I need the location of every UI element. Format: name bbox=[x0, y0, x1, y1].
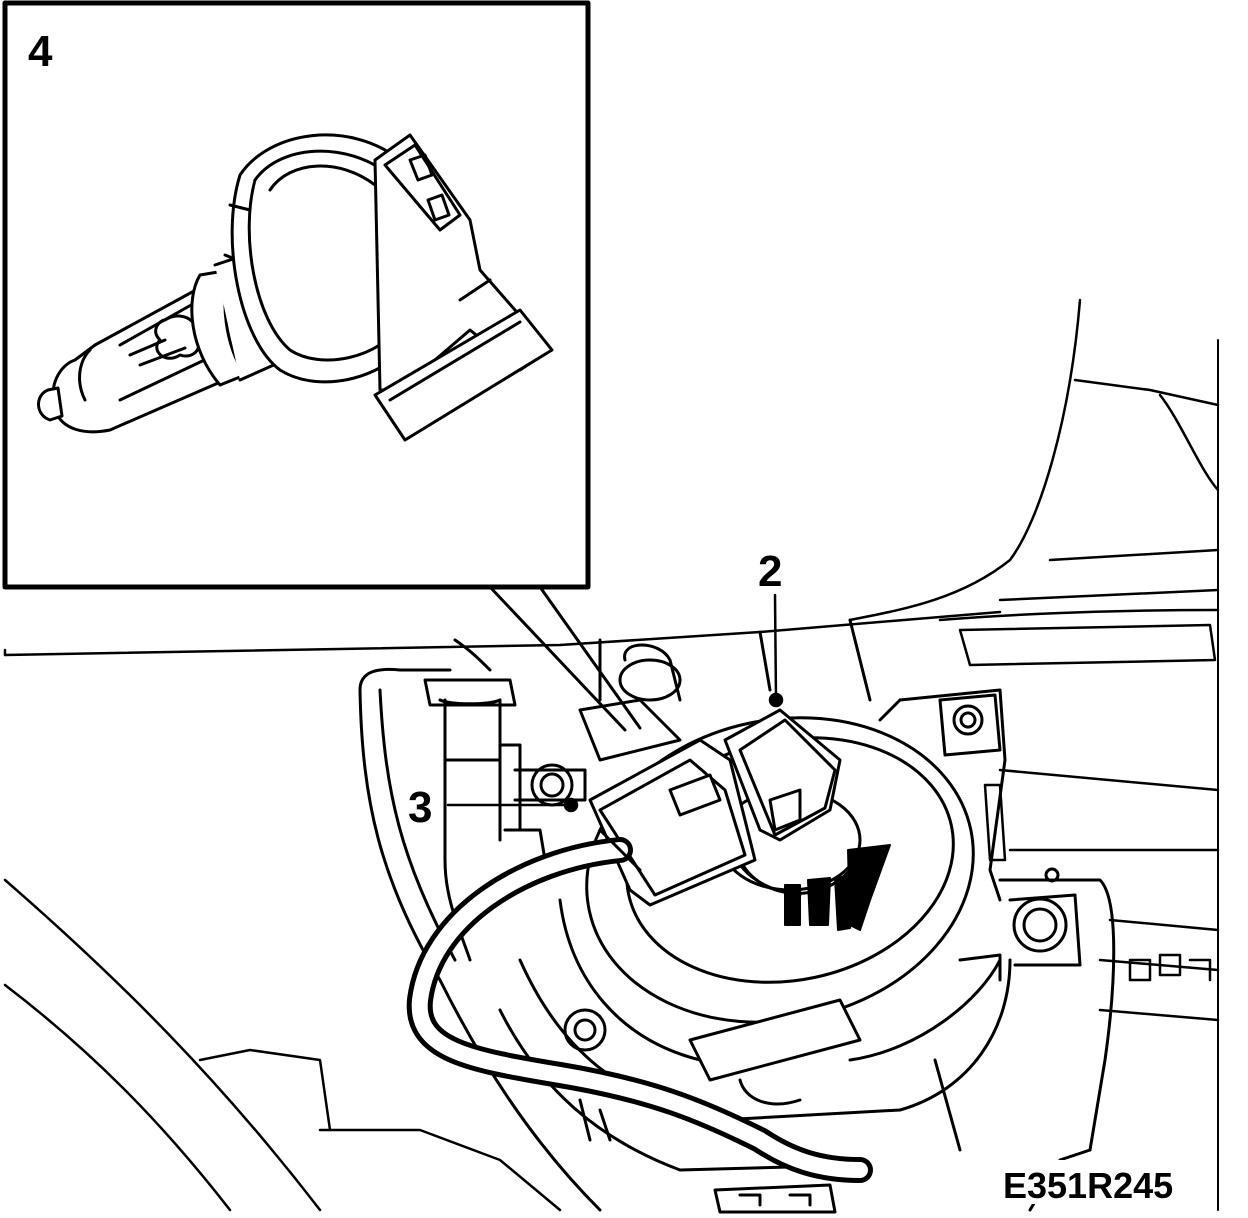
callout-label-3: 3 bbox=[408, 783, 432, 832]
callout-leaders bbox=[446, 593, 784, 813]
mounting-bolt-bottom bbox=[563, 1008, 607, 1052]
mounting-bolt-top-right bbox=[938, 693, 1002, 757]
callout-label-2: 2 bbox=[758, 547, 782, 596]
headlamp-housing bbox=[358, 618, 1116, 1212]
harness-clip bbox=[688, 998, 862, 1106]
leader-dot-3 bbox=[563, 797, 579, 813]
leader-dot-2 bbox=[768, 692, 784, 708]
wiring-harness bbox=[406, 828, 873, 1183]
figure-code-backing bbox=[995, 1160, 1210, 1204]
callout-label-4: 4 bbox=[28, 27, 53, 76]
bottom-clip bbox=[713, 1183, 837, 1214]
coolant-pipe bbox=[423, 678, 547, 962]
leader-line-2 bbox=[773, 593, 778, 702]
replacement-bulb-4 bbox=[37, 133, 554, 442]
reservoir-cap bbox=[578, 643, 682, 762]
bulb-connector-3 bbox=[588, 708, 842, 907]
mounting-bolt-right bbox=[1008, 867, 1082, 967]
side-clips bbox=[983, 783, 1212, 982]
figure-code: E351R245 bbox=[1003, 1165, 1173, 1206]
rotation-arrow-icon bbox=[784, 844, 891, 931]
